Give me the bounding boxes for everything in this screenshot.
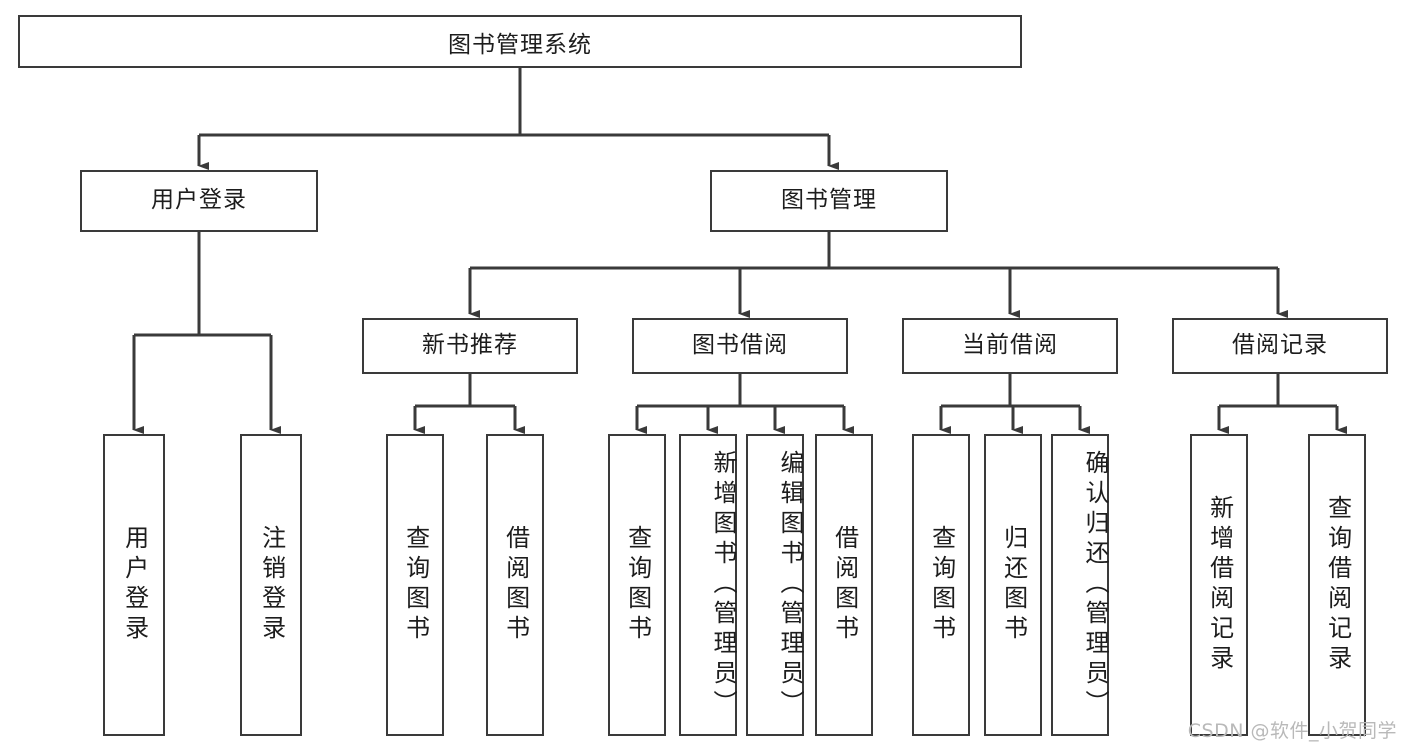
node-book-manage[interactable]: 图书管理 xyxy=(710,170,948,232)
leaf-query-book-2-label: 查询图书 xyxy=(623,525,652,645)
node-root-system[interactable]: 图书管理系统 xyxy=(18,15,1022,68)
edge-bookmanage-to-level3 xyxy=(468,232,1288,318)
node-new-book-rec[interactable]: 新书推荐 xyxy=(362,318,578,374)
leaf-edit-book-label: 编辑图书（管理员） xyxy=(776,450,804,720)
leaf-confirm-return-label: 确认归还（管理员） xyxy=(1081,450,1109,720)
node-borrow-record-label: 借阅记录 xyxy=(1232,332,1328,359)
node-current-borrow[interactable]: 当前借阅 xyxy=(902,318,1118,374)
edge-borrowrecord-to-leaves xyxy=(1217,374,1347,434)
leaf-logout-label: 注销登录 xyxy=(257,525,286,645)
leaf-borrow-book-1[interactable]: 借阅图书 xyxy=(486,434,544,736)
leaf-user-login[interactable]: 用户登录 xyxy=(103,434,165,736)
node-book-borrow[interactable]: 图书借阅 xyxy=(632,318,848,374)
node-new-book-rec-label: 新书推荐 xyxy=(422,332,518,359)
leaf-edit-book[interactable]: 编辑图书（管理员） xyxy=(746,434,804,736)
leaf-logout[interactable]: 注销登录 xyxy=(240,434,302,736)
leaf-return-book[interactable]: 归还图书 xyxy=(984,434,1042,736)
node-user-login-label: 用户登录 xyxy=(151,187,247,214)
leaf-query-book-1-label: 查询图书 xyxy=(401,525,430,645)
edge-bookborrow-to-leaves xyxy=(635,374,854,434)
leaf-user-login-label: 用户登录 xyxy=(120,525,149,645)
leaf-add-book[interactable]: 新增图书（管理员） xyxy=(679,434,737,736)
leaf-add-book-label: 新增图书（管理员） xyxy=(709,450,737,720)
leaf-return-book-label: 归还图书 xyxy=(999,525,1028,645)
leaf-borrow-book-2[interactable]: 借阅图书 xyxy=(815,434,873,736)
node-current-borrow-label: 当前借阅 xyxy=(962,332,1058,359)
node-borrow-record[interactable]: 借阅记录 xyxy=(1172,318,1388,374)
leaf-query-book-3-label: 查询图书 xyxy=(927,525,956,645)
leaf-borrow-book-2-label: 借阅图书 xyxy=(830,525,859,645)
csdn-watermark: CSDN @软件_小贺同学 xyxy=(1187,720,1397,742)
leaf-add-record[interactable]: 新增借阅记录 xyxy=(1190,434,1248,736)
node-book-borrow-label: 图书借阅 xyxy=(692,332,788,359)
node-user-login[interactable]: 用户登录 xyxy=(80,170,318,232)
edge-userlogin-to-leaves xyxy=(132,232,281,434)
leaf-query-record[interactable]: 查询借阅记录 xyxy=(1308,434,1366,736)
leaf-confirm-return[interactable]: 确认归还（管理员） xyxy=(1051,434,1109,736)
leaf-query-book-3[interactable]: 查询图书 xyxy=(912,434,970,736)
edge-currentborrow-to-leaves xyxy=(939,374,1090,434)
node-root-label: 图书管理系统 xyxy=(448,31,592,58)
leaf-query-book-1[interactable]: 查询图书 xyxy=(386,434,444,736)
edge-newbookrec-to-leaves xyxy=(413,374,525,434)
leaf-add-record-label: 新增借阅记录 xyxy=(1205,495,1234,675)
node-book-manage-label: 图书管理 xyxy=(781,187,877,214)
leaf-query-book-2[interactable]: 查询图书 xyxy=(608,434,666,736)
edge-root-to-level2 xyxy=(197,68,839,170)
leaf-borrow-book-1-label: 借阅图书 xyxy=(501,525,530,645)
leaf-query-record-label: 查询借阅记录 xyxy=(1323,495,1352,675)
